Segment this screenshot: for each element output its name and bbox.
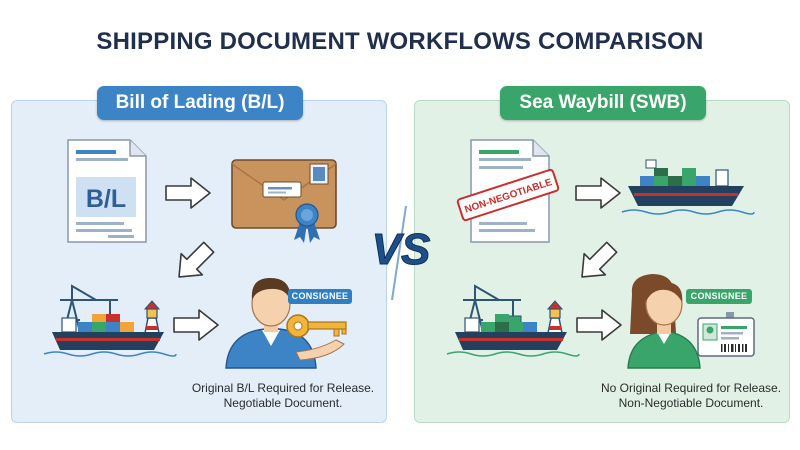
arrow-right-icon — [576, 309, 622, 341]
bill-of-lading-caption: Original B/L Required for Release. Negot… — [188, 381, 378, 411]
versus-divider: VS — [371, 205, 431, 301]
caption-line: No Original Required for Release. — [600, 381, 782, 395]
key-icon — [286, 314, 347, 361]
consignee-tag: CONSIGNEE — [686, 289, 752, 304]
id-card-icon — [697, 312, 755, 357]
ship-icon — [43, 314, 177, 357]
person-icon — [627, 274, 701, 369]
sea-waybill-caption: No Original Required for Release. Non-Ne… — [596, 381, 786, 411]
caption-line: Non-Negotiable Document. — [618, 396, 764, 410]
document-label: B/L — [86, 185, 126, 213]
ribbon-seal-icon — [294, 203, 320, 243]
caption-line: Negotiable Document. — [223, 396, 343, 410]
vs-label: VS — [372, 225, 431, 274]
ship-icon — [446, 314, 580, 357]
arrow-right-icon — [173, 309, 219, 341]
caption-line: Original B/L Required for Release. — [191, 381, 375, 395]
bill-of-lading-title: Bill of Lading (B/L) — [97, 86, 303, 120]
ship-icon — [621, 159, 755, 215]
arrow-right-icon — [575, 177, 621, 209]
page-title: SHIPPING DOCUMENT WORKFLOWS COMPARISON — [96, 28, 704, 55]
bill-of-lading-document-icon: B/L — [67, 139, 147, 243]
person-icon — [225, 278, 317, 369]
envelope-icon — [231, 159, 337, 229]
sea-waybill-title: Sea Waybill (SWB) — [500, 86, 706, 120]
arrow-down-left-icon — [581, 241, 618, 278]
arrow-right-icon — [165, 177, 211, 209]
consignee-tag: CONSIGNEE — [288, 289, 352, 304]
arrow-down-left-icon — [178, 241, 215, 278]
